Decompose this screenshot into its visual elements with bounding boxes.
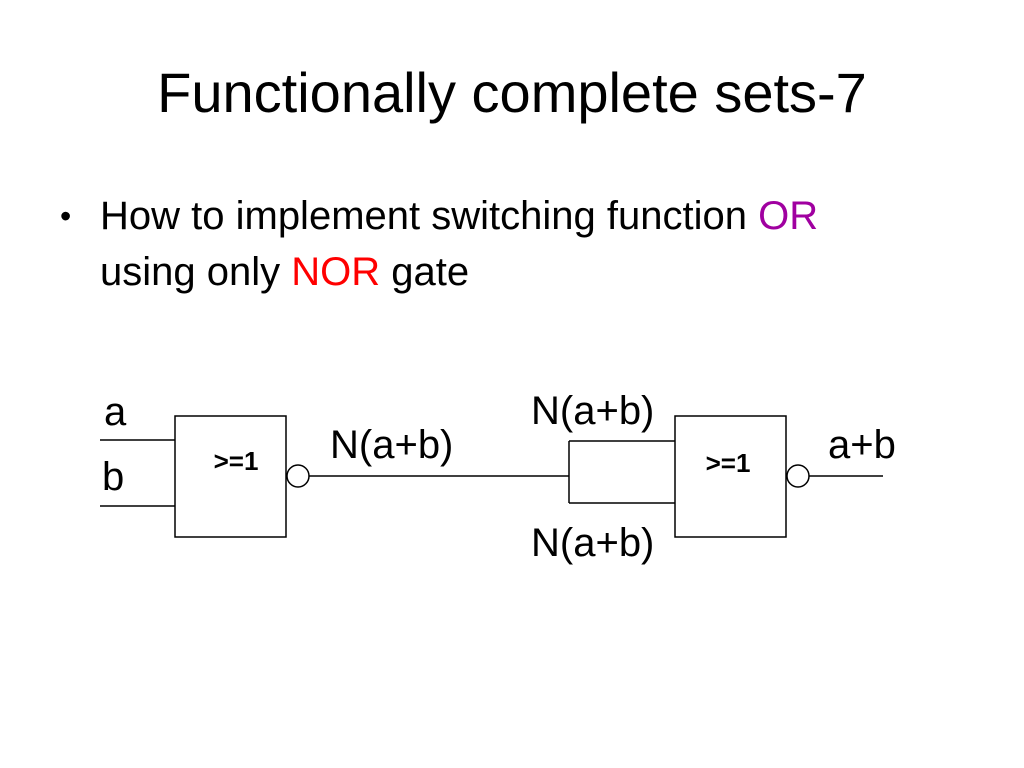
nor-gate-1-symbol: >=1 [214, 446, 259, 476]
input-b-label: b [102, 455, 124, 499]
gate-2-input-bottom-label: N(a+b) [531, 521, 654, 565]
gate-2-input-top-label: N(a+b) [531, 389, 654, 433]
nor-gate-2-symbol: >=1 [706, 448, 751, 478]
keyword-or: OR [758, 194, 819, 238]
bullet-item: • How to implement switching function OR… [60, 188, 960, 300]
bullet-marker: • [60, 198, 72, 234]
keyword-nor: NOR [291, 250, 381, 294]
gate-1-output-label: N(a+b) [330, 423, 453, 467]
nor-gate-2-inversion-bubble [786, 464, 810, 488]
bullet-text-after: gate [380, 250, 470, 294]
bullet-text: How to implement switching function OR u… [100, 188, 960, 300]
nor-gate-1 [174, 415, 287, 538]
input-a-label: a [104, 390, 127, 434]
nor-gate-1-inversion-bubble [286, 464, 310, 488]
bullet-text-middle: using only [100, 250, 292, 294]
nor-gate-2 [674, 415, 787, 538]
bullet-text-before: How to implement switching function [100, 194, 759, 238]
slide-title: Functionally complete sets-7 [157, 61, 867, 124]
output-label: a+b [828, 423, 896, 467]
